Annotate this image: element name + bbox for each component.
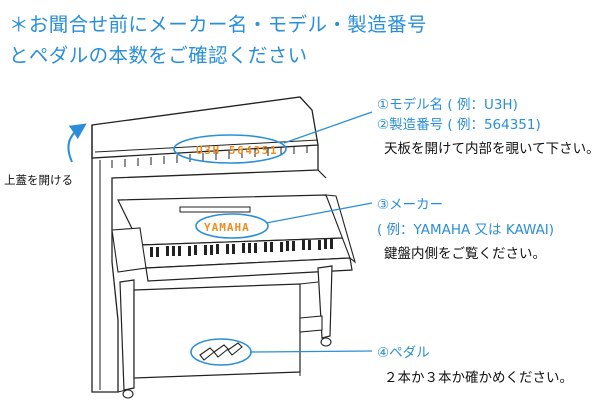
black-keys [150, 239, 333, 257]
model-serial-label: U3H 564351 [196, 144, 278, 157]
piano-strings [111, 145, 308, 168]
maker-label: ③メーカー [377, 197, 444, 213]
lid-open-label: 上蓋を開ける [4, 173, 73, 187]
brand-label: YAMAHA [204, 221, 250, 234]
piano-case [91, 125, 319, 393]
pedal-leader-line [249, 350, 373, 353]
maker-example: ( 例：YAMAHA 又は KAWAI) [377, 222, 555, 238]
model-leader-line [283, 111, 373, 144]
lid-open-arrow [67, 123, 87, 163]
brand-leader-line [265, 202, 373, 224]
model-note: 天板を開けて内部を覗いて下さい。 [384, 141, 600, 157]
pedal-note: ２本か３本か確かめください。 [384, 370, 573, 386]
piano-lower-body [133, 283, 301, 379]
model-serial-highlight [173, 134, 287, 164]
pedal-label: ④ペダル [377, 345, 430, 361]
serial-number-label: ②製造番号 ( 例：564351) [377, 117, 541, 133]
brand-highlight [195, 213, 269, 239]
model-name-label: ①モデル名 ( 例：U3H) [377, 97, 518, 113]
heading-line-2: とペダルの本数をご確認ください [9, 44, 308, 67]
maker-note: 鍵盤内側をご覧ください。 [384, 246, 546, 262]
music-rest-slot [179, 206, 251, 213]
pedals [199, 342, 243, 361]
heading-line-1: ＊お聞合せ前にメーカー名・モデル・製造番号 [9, 13, 427, 36]
piano-leg-left [119, 279, 135, 391]
